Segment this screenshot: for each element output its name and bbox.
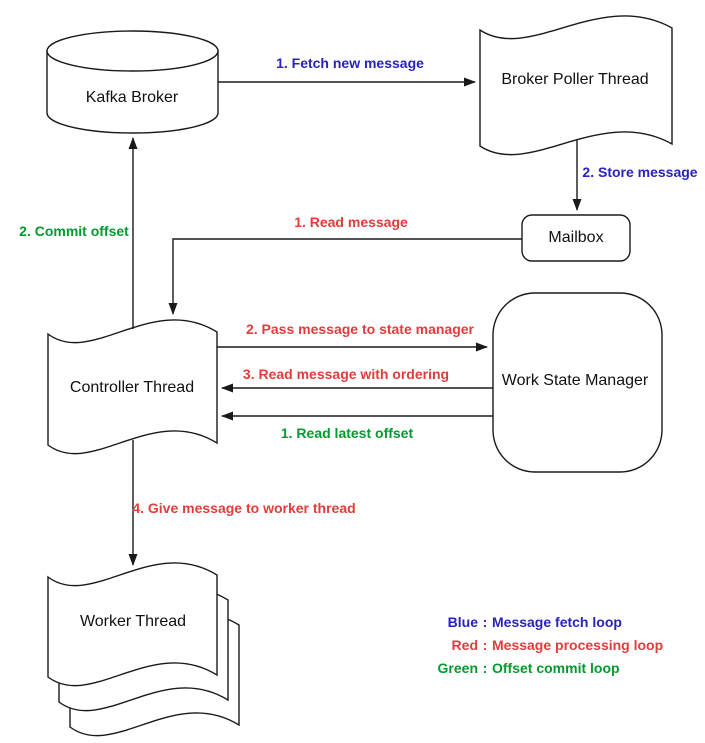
- worker-thread-shape: [47, 562, 240, 737]
- legend-desc: Offset commit loop: [492, 660, 620, 676]
- edge-label-commit-offset: 2. Commit offset: [19, 223, 129, 239]
- edge-label-store-message: 2. Store message: [582, 164, 698, 180]
- controller-thread-shape: [47, 319, 218, 455]
- worker-thread-label: Worker Thread: [79, 613, 187, 630]
- edge-read-message: [168, 238, 522, 315]
- legend-name: Blue: [447, 614, 478, 630]
- work-state-manager-shape: [492, 292, 663, 473]
- edge-label-read-latest-offset: 1. Read latest offset: [280, 425, 414, 441]
- legend-desc: Message processing loop: [492, 637, 664, 653]
- legend-colon: :: [482, 637, 488, 653]
- edge-label-pass-message: 2. Pass message to state manager: [245, 321, 475, 337]
- legend-item-red: Red : Message processing loop: [422, 634, 664, 657]
- legend-item-blue: Blue : Message fetch loop: [422, 611, 663, 634]
- legend-desc: Message fetch loop: [492, 614, 622, 630]
- legend-name: Red: [451, 637, 478, 653]
- broker-poller-thread-shape: [479, 15, 673, 156]
- legend-item-green: Green : Offset commit loop: [422, 657, 663, 680]
- edge-label-read-message: 1. Read message: [294, 214, 408, 230]
- legend: Blue : Message fetch loop Red : Message …: [422, 611, 664, 680]
- edge-label-fetch-new-message: 1. Fetch new message: [276, 55, 424, 71]
- legend-colon: :: [482, 614, 488, 630]
- work-state-manager-label: Work State Manager: [501, 372, 649, 389]
- legend-colon: :: [482, 660, 488, 676]
- kafka-broker-label: Kafka Broker: [85, 89, 179, 106]
- mailbox-label: Mailbox: [548, 229, 604, 246]
- kafka-broker-shape: [46, 30, 219, 134]
- mailbox-shape: [521, 214, 631, 262]
- broker-poller-thread-label: Broker Poller Thread: [501, 71, 649, 88]
- edge-label-give-message: 4. Give message to worker thread: [132, 500, 356, 516]
- controller-thread-label: Controller Thread: [69, 379, 195, 396]
- worker-thread-flag-front: [47, 562, 218, 687]
- edge-label-read-with-ordering: 3. Read message with ordering: [242, 366, 450, 382]
- legend-name: Green: [437, 660, 478, 676]
